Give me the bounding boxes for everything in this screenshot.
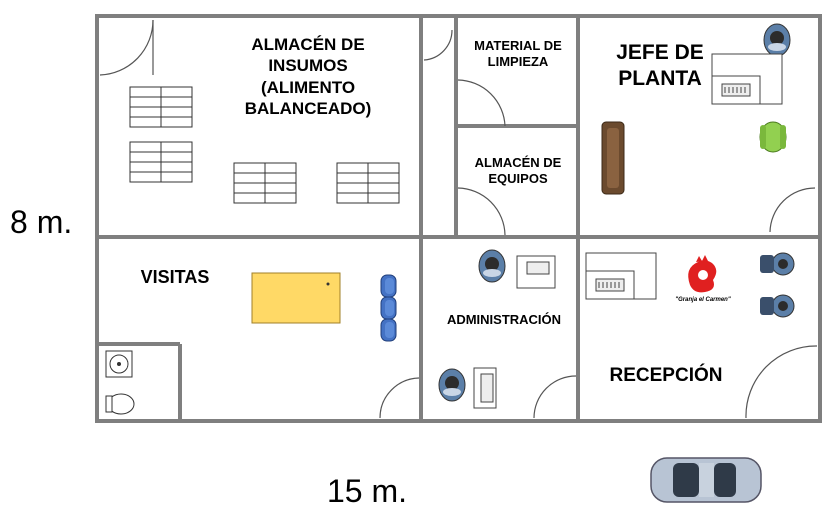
- logo-caption: "Granja el Carmen": [675, 297, 731, 303]
- green-chair-icon: [759, 121, 787, 153]
- interior-walls: [97, 16, 820, 421]
- room-label-visits: VISITAS: [140, 267, 210, 287]
- granja-logo-icon: [688, 255, 717, 293]
- waiting-chair-icon: [760, 294, 795, 318]
- bathroom-fixtures: [105, 350, 135, 415]
- waiting-chair-icon: [760, 252, 795, 276]
- dimension-width: 15 m.: [327, 473, 408, 509]
- room-label-storage-feed: ALMACÉN DE INSUMOS (ALIMENTO BALANCEADO): [244, 35, 372, 118]
- admin-furniture: [438, 249, 556, 409]
- manager-furniture: [601, 23, 791, 195]
- outer-walls: [95, 14, 822, 423]
- room-label-equipment: ALMACÉN DE EQUIPOS: [474, 155, 562, 187]
- room-label-administration: ADMINISTRACIÓN: [446, 312, 562, 327]
- reception-furniture: [585, 252, 795, 318]
- door-swings: [99, 19, 818, 419]
- visits-furniture: [251, 272, 397, 342]
- room-label-reception: RECEPCIÓN: [609, 365, 723, 386]
- dimension-height: 8 m.: [10, 204, 73, 240]
- car-icon: [650, 457, 762, 503]
- room-label-cleaning: MATERIAL DE LIMPIEZA: [474, 38, 562, 70]
- room-label-plant-manager: JEFE DE PLANTA: [616, 41, 704, 91]
